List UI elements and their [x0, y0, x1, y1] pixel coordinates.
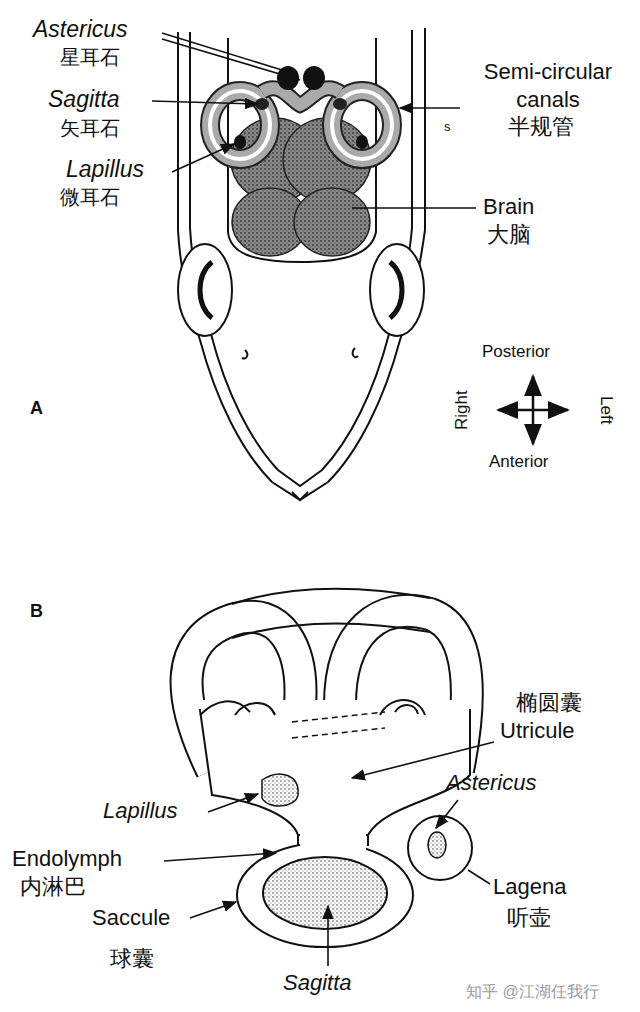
- part-label: 矢耳石: [60, 116, 120, 140]
- part-label: Lagena: [493, 874, 566, 900]
- part-label: Lapillus: [103, 798, 178, 824]
- part-label: s: [444, 119, 451, 135]
- part-label: Utricule: [500, 718, 575, 744]
- part-label: 微耳石: [60, 185, 120, 209]
- part-label: 星耳石: [60, 45, 120, 69]
- part-label: Brain: [483, 194, 534, 220]
- part-label: Saccule: [92, 905, 170, 931]
- part-label: B: [30, 601, 43, 623]
- part-label: Left: [596, 396, 616, 424]
- part-label: Astericus: [446, 770, 536, 796]
- part-label: Astericus: [33, 16, 128, 44]
- part-label: 球囊: [110, 946, 154, 972]
- part-label: Endolymph: [12, 846, 122, 872]
- part-label: Sagitta: [283, 970, 352, 996]
- part-label: Right: [452, 390, 472, 430]
- part-label: Posterior: [482, 342, 550, 362]
- part-label: Sagitta: [48, 86, 120, 114]
- part-label: 听壶: [507, 905, 551, 931]
- watermark: 知乎 @江湖任我行: [466, 982, 599, 1001]
- part-label: Anterior: [489, 452, 549, 472]
- part-label: 椭圆囊: [516, 690, 582, 716]
- part-label: A: [30, 398, 43, 420]
- part-label: 半规管: [508, 114, 574, 140]
- part-label: Semi-circular canals: [464, 58, 632, 113]
- part-label: Lapillus: [66, 156, 144, 184]
- part-label: 大脑: [487, 222, 531, 248]
- part-label: 内淋巴: [20, 874, 86, 900]
